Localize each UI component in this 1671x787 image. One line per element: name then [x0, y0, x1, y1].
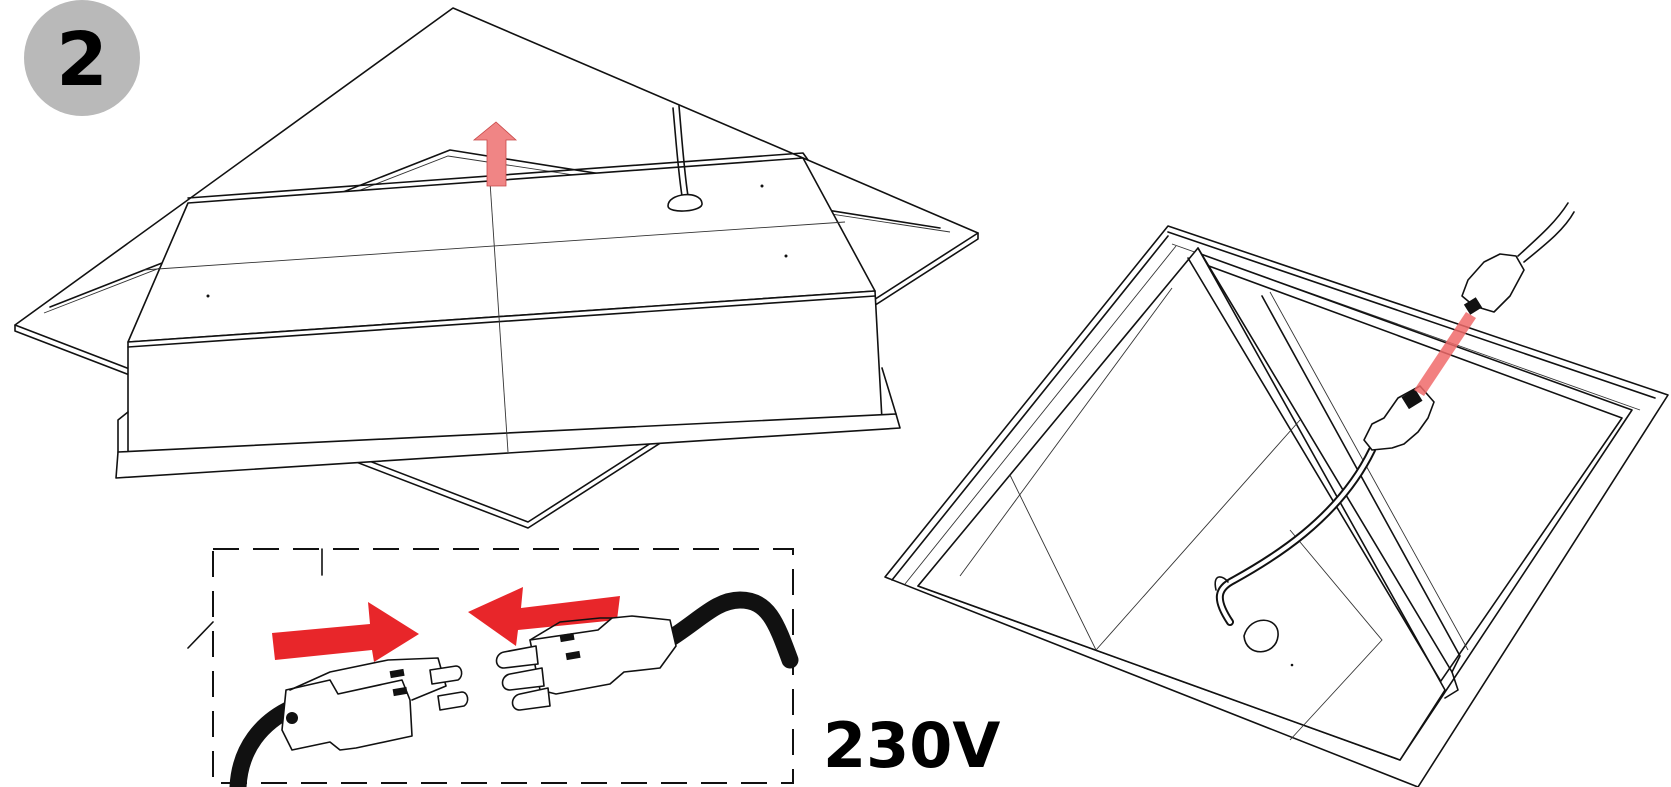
left-connector-hole: [286, 712, 298, 724]
luminaire-front-rim: [127, 295, 876, 348]
inner-luminaire-edge-inner: [1187, 257, 1441, 681]
luminaire-lip-side-right: [881, 367, 897, 415]
cable-grommet: [667, 193, 703, 212]
luminaire-lip-side: [117, 411, 129, 453]
left-connector-slot: [392, 686, 408, 697]
ceiling-opening-panel-edge: [1167, 231, 1656, 399]
left-connector-pin: [429, 665, 463, 685]
luminaire-box: [115, 105, 901, 479]
screw-dot: [760, 184, 764, 188]
ceiling-opening-left-edge: [891, 235, 1169, 581]
supply-cable: [1523, 211, 1575, 263]
luminaire-center-line: [489, 181, 509, 453]
ceiling-panel-edge: [14, 232, 979, 529]
right-connector-top: [529, 617, 613, 641]
inner-luminaire-edge: [1197, 247, 1459, 699]
left-connector-slot: [389, 668, 405, 679]
left-connector-pin: [437, 691, 469, 711]
feed-grommet: [1243, 619, 1279, 653]
step-badge-circle: [24, 0, 140, 116]
left-connector-top: [289, 657, 447, 701]
right-connector-slot: [565, 650, 581, 661]
inner-luminaire: [917, 247, 1446, 761]
lower-connector-latch: [1401, 388, 1423, 410]
screw-dot: [1290, 663, 1294, 667]
detail-pointer-line: [187, 621, 214, 649]
screw-dot: [784, 254, 788, 258]
push-right-arrow: [272, 602, 419, 662]
feed-cable-end: [1214, 576, 1229, 591]
right-connector-pin: [511, 687, 551, 711]
inner-luminaire-side-2: [1269, 291, 1469, 651]
left-connector-body: [281, 679, 413, 751]
inner-box-lines-2: [1289, 529, 1383, 741]
upper-connector: [1461, 253, 1525, 313]
lift-arrow: [472, 121, 518, 187]
luminaire-top-rim: [187, 152, 809, 199]
inner-luminaire-side: [1261, 295, 1461, 673]
screw-dot: [206, 294, 210, 298]
left-cable: [229, 699, 301, 787]
step-number: 2: [56, 17, 108, 103]
connector-detail: [187, 548, 799, 787]
opening-recess-inner: [1197, 261, 1623, 753]
step-badge: 2: [24, 0, 140, 116]
supply-cable: [1517, 202, 1569, 257]
inner-box-line: [959, 287, 1173, 577]
luminaire-cable: [672, 105, 689, 197]
right-cable: [659, 591, 799, 669]
upper-connector-latch: [1463, 297, 1483, 315]
right-connector-pin: [495, 645, 539, 669]
connection-highlight: [1414, 312, 1476, 396]
right-connector-pin: [501, 667, 545, 691]
ceiling-opening-right: [884, 202, 1669, 787]
luminaire-feed-cable-core: [1218, 448, 1374, 624]
voltage-label: 230V: [823, 709, 1000, 782]
inner-box-lines: [1009, 419, 1301, 651]
ceiling-opening-left-edge-inner: [904, 245, 1177, 585]
push-left-arrow: [468, 587, 620, 646]
right-connector-slot: [559, 632, 575, 643]
